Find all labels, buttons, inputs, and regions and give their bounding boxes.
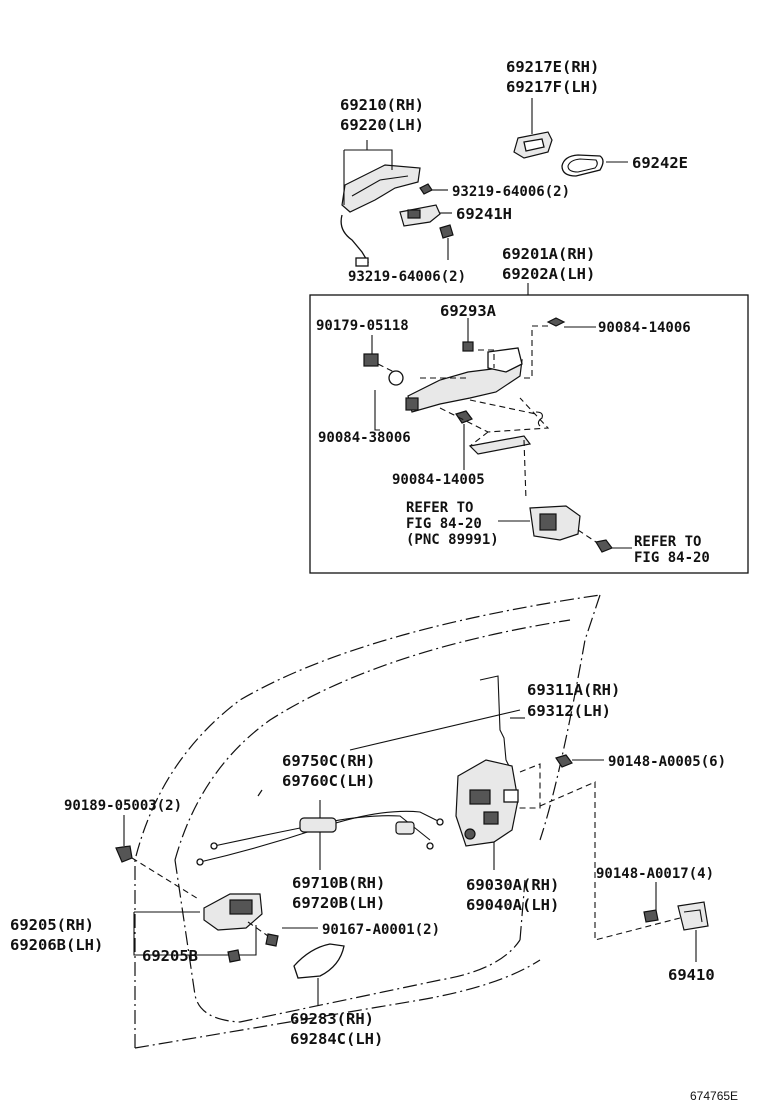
label-69750-rh: 69750C(RH) — [282, 752, 375, 770]
lower-lock-parts — [115, 675, 709, 1006]
refer-note-1-line1: REFER TO — [406, 500, 473, 516]
label-69201-lh: 69202A(LH) — [502, 265, 595, 283]
handle-cap-part — [293, 943, 345, 979]
label-90167: 90167-A0001(2) — [322, 922, 440, 938]
label-90084-38006: 90084-38006 — [318, 430, 411, 446]
clip-part — [115, 845, 133, 863]
figure-id: 674765E — [690, 1089, 738, 1103]
label-69210-rh: 69210(RH) — [340, 96, 424, 114]
label-69293: 69293A — [440, 302, 497, 320]
label-93219-upper: 93219-64006(2) — [452, 184, 570, 200]
outside-handle-group — [340, 98, 628, 267]
label-90148-a0017: 90148-A0017(4) — [596, 866, 714, 882]
label-69410: 69410 — [668, 966, 715, 984]
label-69030-rh: 69030A(RH) — [466, 876, 559, 894]
label-69283-lh: 69284C(LH) — [290, 1030, 383, 1048]
label-69210-lh: 69220(LH) — [340, 116, 424, 134]
label-69217-lh: 69217F(LH) — [506, 78, 599, 96]
refer-note-2-line1: REFER TO — [634, 534, 701, 550]
label-69242: 69242E — [632, 154, 688, 172]
refer-note-1-line2: FIG 84-20 — [406, 516, 482, 532]
label-69201-rh: 69201A(RH) — [502, 245, 595, 263]
label-69205-rh: 69205(RH) — [10, 916, 94, 934]
label-69241: 69241H — [456, 205, 512, 223]
outside-handle-frame-part — [341, 164, 421, 213]
label-69750-lh: 69760C(LH) — [282, 772, 375, 790]
label-69205-lh: 69206B(LH) — [10, 936, 103, 954]
label-90084-14005: 90084-14005 — [392, 472, 485, 488]
label-90084-14006: 90084-14006 — [598, 320, 691, 336]
striker-part — [677, 901, 709, 931]
label-69311-rh: 69311A(RH) — [527, 681, 620, 699]
label-69710-lh: 69720B(LH) — [292, 894, 385, 912]
label-69205b: 69205B — [142, 947, 198, 965]
label-90189: 90189-05003(2) — [64, 798, 182, 814]
callout-labels: 69217E(RH) 69217F(LH) 69210(RH) 69220(LH… — [10, 58, 738, 1103]
refer-note-2-line2: FIG 84-20 — [634, 550, 710, 566]
refer-note-1-line3: (PNC 89991) — [406, 532, 499, 548]
label-69311-lh: 69312(LH) — [527, 702, 611, 720]
label-90148-a0005: 90148-A0005(6) — [608, 754, 726, 770]
label-69217-rh: 69217E(RH) — [506, 58, 599, 76]
lock-rod-part — [479, 675, 511, 769]
handle-frame-subassembly-box — [309, 283, 749, 574]
label-69710-rh: 69710B(RH) — [292, 874, 385, 892]
label-93219-lower: 93219-64006(2) — [348, 269, 466, 285]
label-69283-rh: 69283(RH) — [290, 1010, 374, 1028]
door-outline — [134, 594, 601, 1049]
handle-frame-part — [407, 359, 523, 413]
label-69030-lh: 69040A(LH) — [466, 896, 559, 914]
label-90179: 90179-05118 — [316, 318, 409, 334]
